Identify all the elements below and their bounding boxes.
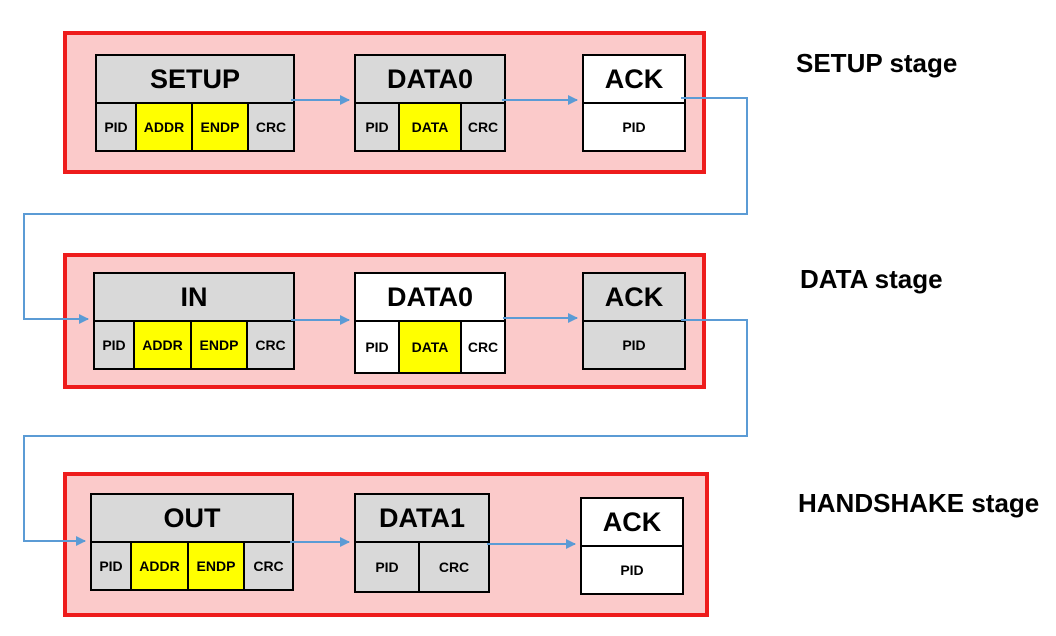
field-crc: CRC	[460, 104, 504, 150]
packet-title: OUT	[92, 495, 292, 543]
data0-packet: DATA0 PID DATA CRC	[354, 272, 506, 374]
field-crc: CRC	[460, 322, 504, 372]
field-endp: ENDP	[191, 104, 247, 150]
field-pid: PID	[92, 543, 130, 589]
packet-title: ACK	[584, 56, 684, 104]
ack-packet: ACK PID	[582, 272, 686, 370]
packet-title: ACK	[582, 499, 682, 547]
data-stage-label: DATA stage	[800, 264, 943, 294]
field-pid: PID	[584, 104, 684, 150]
data1-packet: DATA1 PID CRC	[354, 493, 490, 593]
field-crc: CRC	[418, 543, 488, 591]
data0-packet: DATA0 PID DATA CRC	[354, 54, 506, 152]
arrow-setup-to-data-stage	[23, 97, 748, 324]
setup-packet: SETUP PID ADDR ENDP CRC	[95, 54, 295, 152]
packet-title: DATA0	[356, 56, 504, 104]
packet-title: DATA0	[356, 274, 504, 322]
handshake-stage-box: OUT PID ADDR ENDP CRC DATA1 PID CRC ACK …	[63, 472, 709, 617]
field-endp: ENDP	[190, 322, 246, 368]
in-packet: IN PID ADDR ENDP CRC	[93, 272, 295, 370]
handshake-stage-label: HANDSHAKE stage	[798, 488, 1040, 518]
out-packet: OUT PID ADDR ENDP CRC	[90, 493, 294, 591]
field-addr: ADDR	[133, 322, 190, 368]
packet-title: IN	[95, 274, 293, 322]
field-pid: PID	[584, 322, 684, 368]
packet-title: SETUP	[97, 56, 293, 104]
field-pid: PID	[356, 322, 398, 372]
ack-packet: ACK PID	[582, 54, 686, 152]
field-crc: CRC	[247, 104, 293, 150]
arrow-data-to-handshake-stage	[23, 319, 748, 546]
setup-stage-label: SETUP stage	[796, 48, 958, 78]
field-crc: CRC	[243, 543, 292, 589]
field-pid: PID	[582, 547, 682, 593]
field-crc: CRC	[246, 322, 293, 368]
field-data: DATA	[398, 104, 460, 150]
field-addr: ADDR	[130, 543, 187, 589]
data-stage-box: IN PID ADDR ENDP CRC DATA0 PID DATA CRC …	[63, 253, 706, 389]
field-data: DATA	[398, 322, 460, 372]
field-endp: ENDP	[187, 543, 243, 589]
field-pid: PID	[95, 322, 133, 368]
field-pid: PID	[97, 104, 135, 150]
field-pid: PID	[356, 104, 398, 150]
setup-stage-box: SETUP PID ADDR ENDP CRC DATA0 PID DATA C…	[63, 31, 706, 174]
field-addr: ADDR	[135, 104, 191, 150]
packet-title: DATA1	[356, 495, 488, 543]
ack-packet: ACK PID	[580, 497, 684, 595]
field-pid: PID	[356, 543, 418, 591]
packet-title: ACK	[584, 274, 684, 322]
